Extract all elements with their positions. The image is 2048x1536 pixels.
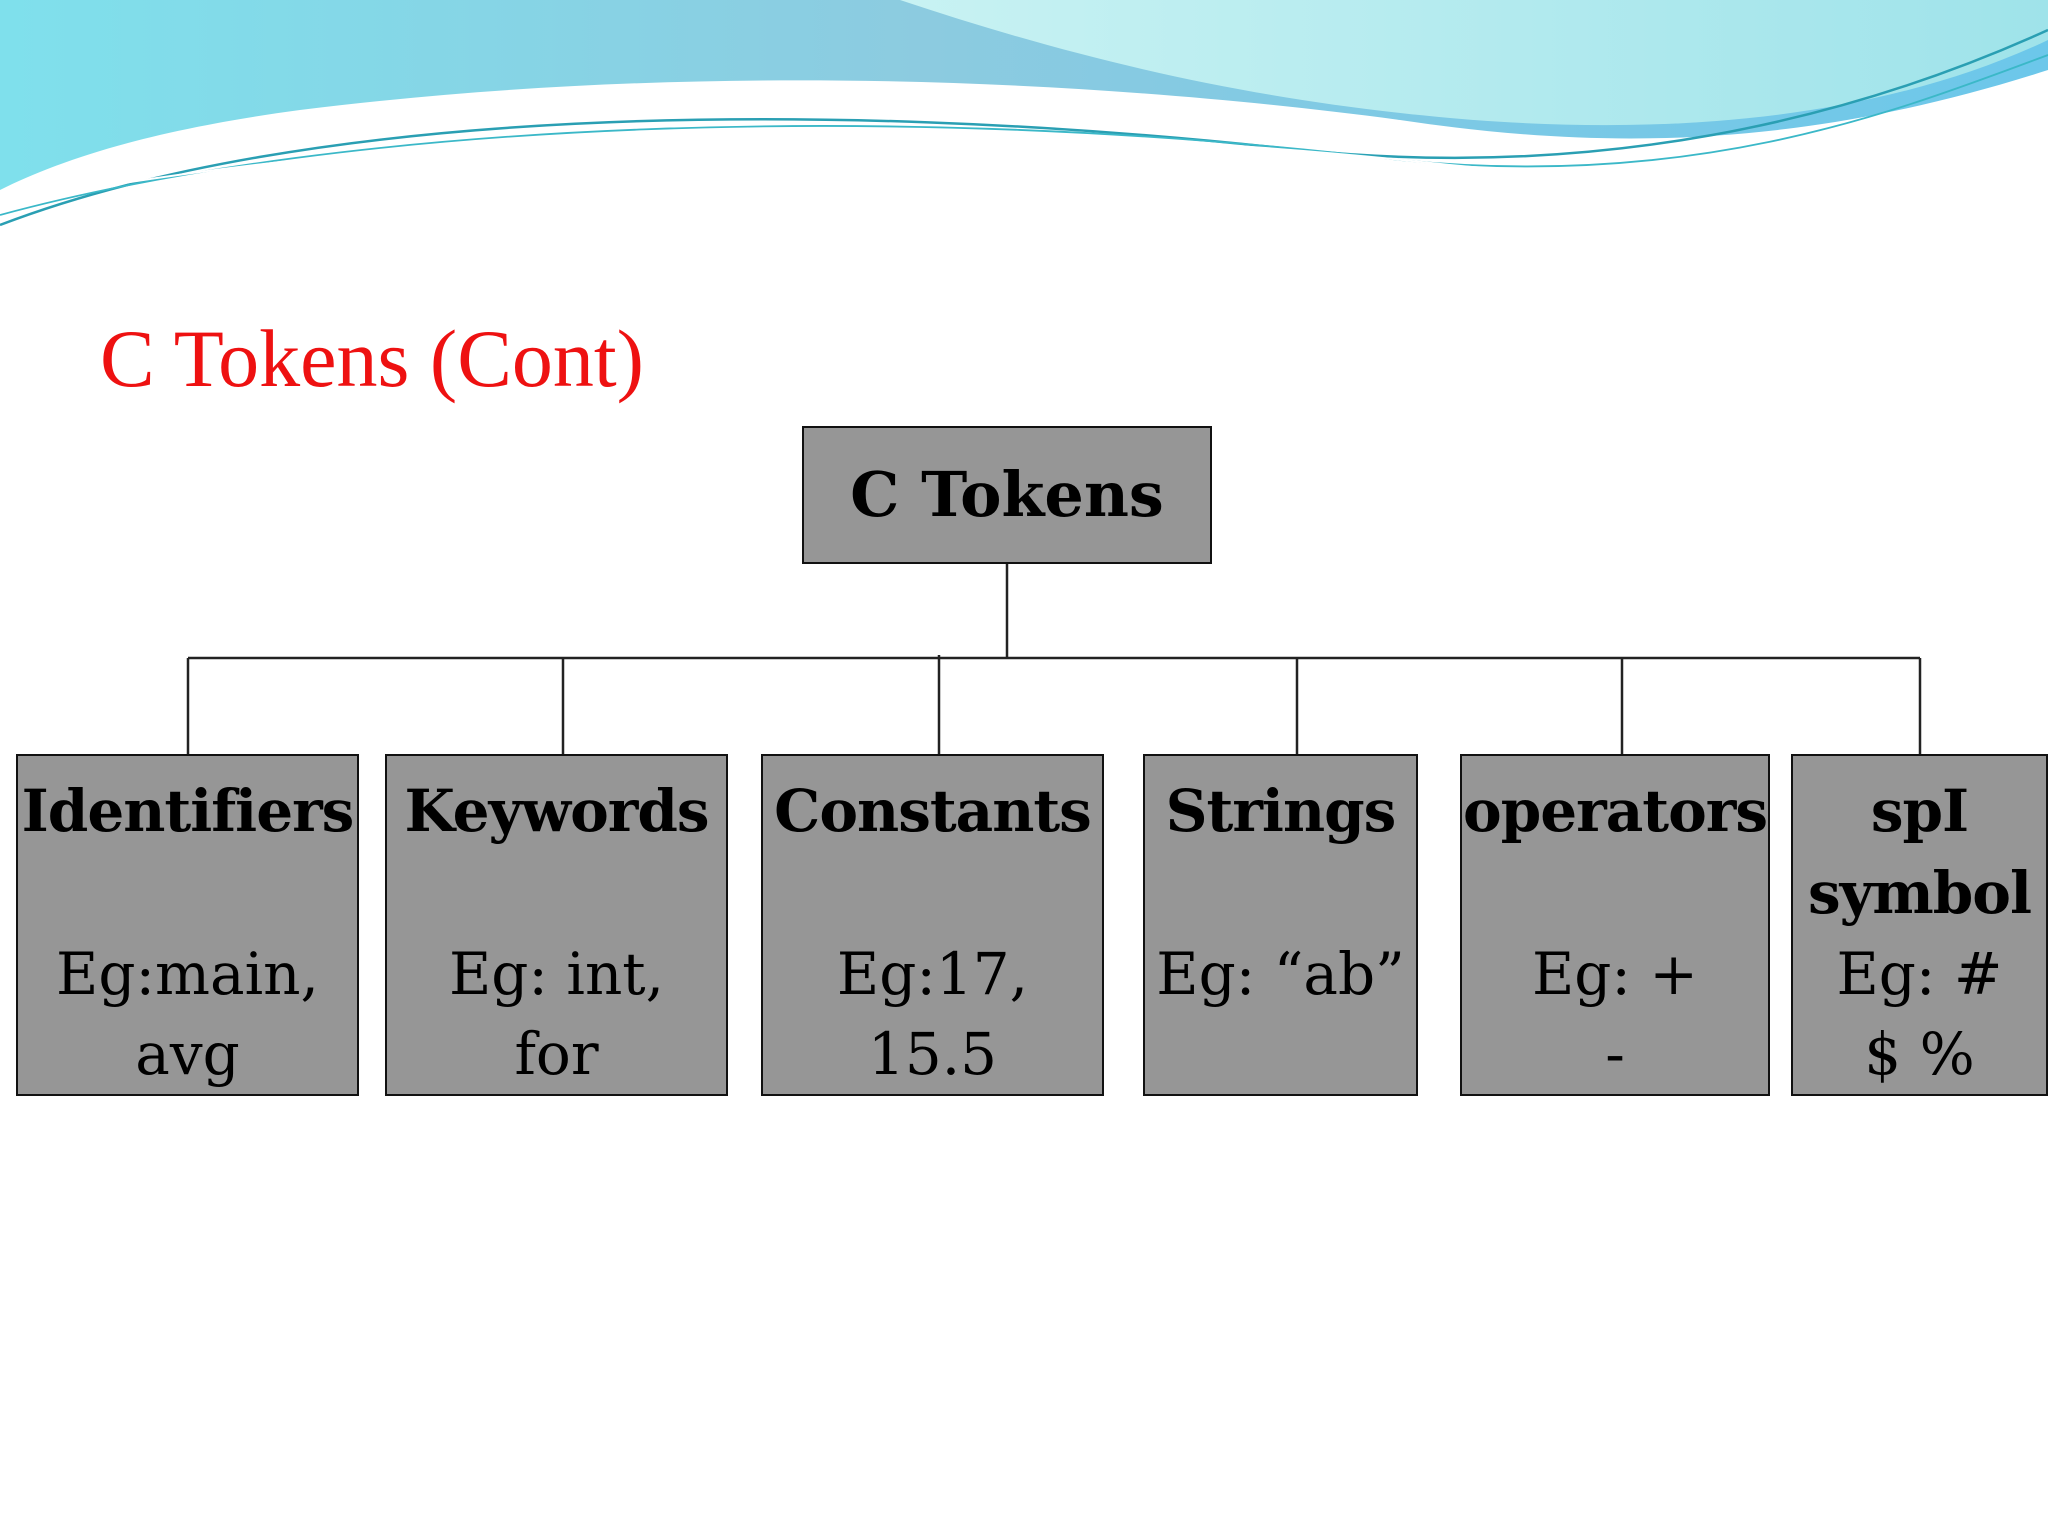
- leaf-node-operators: operators Eg: + -: [1460, 754, 1770, 1096]
- banner-line-2: [0, 54, 2048, 216]
- leaf-example: Eg: int, for: [448, 940, 665, 1088]
- leaf-node-constants: Constants Eg:17, 15.5: [761, 754, 1104, 1096]
- wave-banner: [0, 0, 2048, 227]
- slide-title: C Tokens (Cont): [100, 313, 644, 404]
- leaf-heading: spI symbol: [1808, 777, 2032, 927]
- leaf-node-spl-symbol: spI symbol Eg: # $ %: [1791, 754, 2048, 1096]
- leaf-node-keywords: Keywords Eg: int, for: [385, 754, 728, 1096]
- leaf-example: Eg:17, 15.5: [836, 940, 1029, 1088]
- root-node-label: C Tokens: [850, 458, 1164, 531]
- leaf-example: Eg: “ab”: [1156, 940, 1405, 1008]
- leaf-heading: operators: [1463, 777, 1768, 845]
- banner-line-1: [0, 28, 2048, 227]
- leaf-heading: Strings: [1165, 777, 1397, 845]
- root-node-c-tokens: C Tokens: [802, 426, 1212, 564]
- leaf-example: Eg: # $ %: [1836, 940, 2003, 1088]
- leaf-node-strings: Strings Eg: “ab”: [1143, 754, 1418, 1096]
- leaf-heading: Constants: [774, 777, 1092, 845]
- banner-line-3: [0, 74, 2048, 206]
- banner-wave-front: [900, 0, 2048, 126]
- leaf-heading: Identifiers: [21, 777, 355, 845]
- leaf-heading: Keywords: [404, 777, 709, 845]
- leaf-example: Eg:main, avg: [56, 940, 319, 1088]
- leaf-node-identifiers: Identifiers Eg:main, avg: [16, 754, 359, 1096]
- leaf-example: Eg: + -: [1531, 940, 1699, 1088]
